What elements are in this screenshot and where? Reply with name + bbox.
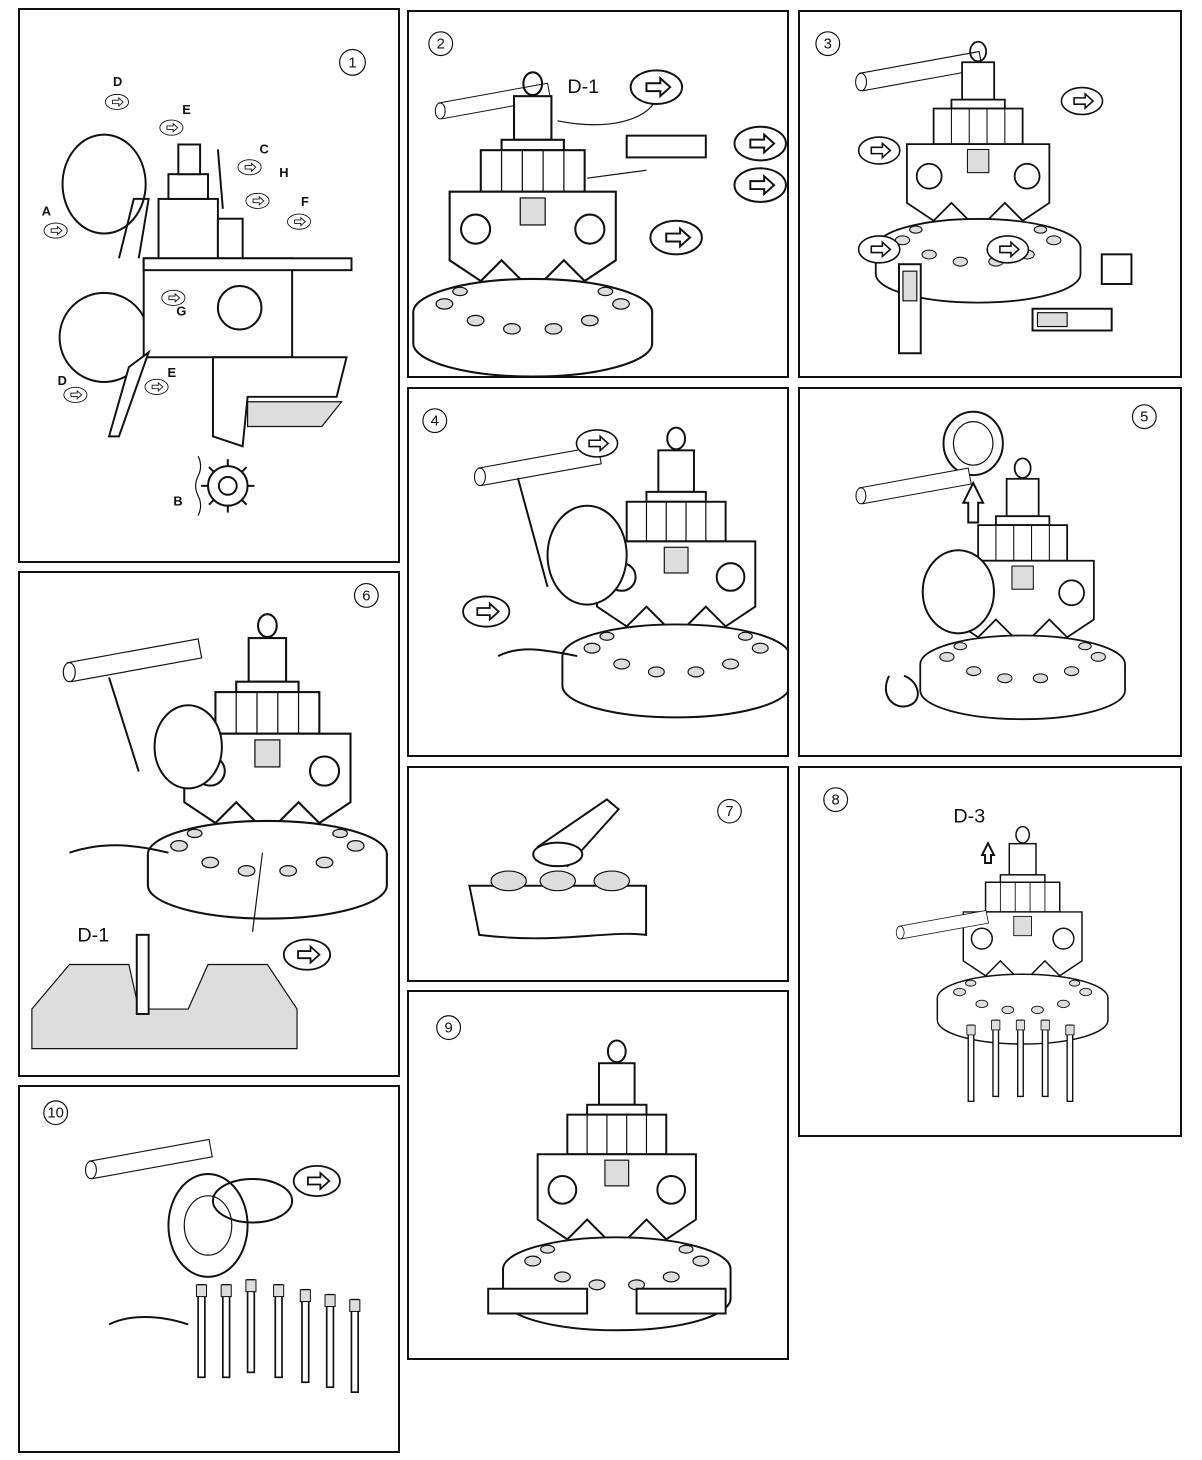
label-d-top: D xyxy=(113,74,122,89)
label-e-top: E xyxy=(182,102,191,117)
label-d3: D-3 xyxy=(953,805,985,827)
panel-10-number: 10 xyxy=(47,1106,64,1122)
panel-1: 1 xyxy=(18,8,400,563)
panel-6-drawing: 6 D-1 xyxy=(31,582,388,1050)
panel-4: 4 xyxy=(407,387,789,757)
label-g: G xyxy=(176,304,186,319)
panel-9-drawing: 9 xyxy=(436,1015,732,1332)
panel-1-drawing: 1 xyxy=(42,48,366,516)
panel-3-number: 3 xyxy=(824,37,832,53)
label-f: F xyxy=(301,194,309,209)
panel-2-number: 2 xyxy=(437,37,445,53)
panel-6-number: 6 xyxy=(362,588,370,604)
panel-3: 3 xyxy=(798,10,1182,378)
label-d1: D-1 xyxy=(567,76,599,98)
panel-5-drawing: 5 xyxy=(855,404,1157,721)
label-a: A xyxy=(42,204,51,219)
panel-10: 10 xyxy=(18,1085,400,1453)
label-d-bottom: D xyxy=(58,373,67,388)
panel-8-number: 8 xyxy=(832,793,840,809)
panel-4-drawing: 4 xyxy=(422,408,787,719)
panel-5: 5 xyxy=(798,387,1182,757)
panel-7-number: 7 xyxy=(725,804,733,820)
panel-6: 6 D-1 xyxy=(18,571,400,1077)
panel-5-number: 5 xyxy=(1140,410,1148,426)
panel-2: 2 D-1 xyxy=(407,10,789,378)
panel-8: 8 D-3 xyxy=(798,766,1182,1137)
panel-3-drawing: 3 xyxy=(815,31,1133,355)
label-c: C xyxy=(259,141,268,156)
panel-10-drawing: 10 xyxy=(43,1100,361,1393)
label-h: H xyxy=(279,165,288,180)
panel-7: 7 xyxy=(407,766,789,982)
panel-7-drawing: 7 xyxy=(468,798,742,940)
label-b: B xyxy=(173,494,182,509)
panel-8-drawing: 8 D-3 xyxy=(823,787,1109,1103)
panel-1-number: 1 xyxy=(348,55,356,71)
label-d1-panel6: D-1 xyxy=(77,925,109,947)
panel-4-number: 4 xyxy=(431,414,439,430)
label-e-bottom: E xyxy=(167,365,176,380)
panel-9-number: 9 xyxy=(445,1021,453,1037)
panel-2-drawing: 2 D-1 xyxy=(412,31,787,376)
panel-9: 9 xyxy=(407,990,789,1360)
